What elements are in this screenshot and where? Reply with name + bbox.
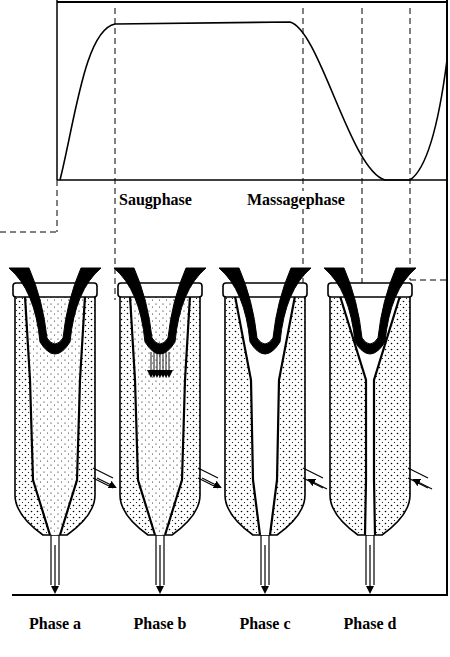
shell xyxy=(15,290,95,535)
teat-cup xyxy=(9,268,115,592)
shell xyxy=(225,290,305,535)
teat-cup xyxy=(219,268,327,592)
phase-boundaries xyxy=(0,8,446,300)
phase-label: Phase a xyxy=(28,615,82,633)
teat xyxy=(9,268,101,354)
liner-space xyxy=(130,296,190,535)
phase-name: Saugphase xyxy=(118,191,193,209)
vacuum-curve xyxy=(60,22,447,180)
shell xyxy=(120,290,200,535)
liner-wall xyxy=(340,296,366,535)
liner-wall xyxy=(374,296,400,535)
phase-label: Phase d xyxy=(343,615,398,633)
teat-cup xyxy=(114,268,220,592)
teat xyxy=(219,268,311,354)
phase-label: Phase b xyxy=(133,615,188,633)
teat-cup xyxy=(324,268,432,592)
phase-name: Massagephase xyxy=(246,191,346,209)
phase-label: Phase c xyxy=(238,615,291,633)
teat xyxy=(114,268,206,354)
liner-space xyxy=(340,296,400,535)
teat-cups xyxy=(9,268,432,592)
teat xyxy=(324,268,416,354)
liner-space xyxy=(235,296,295,535)
liner-space xyxy=(25,296,85,535)
shell xyxy=(330,290,410,535)
